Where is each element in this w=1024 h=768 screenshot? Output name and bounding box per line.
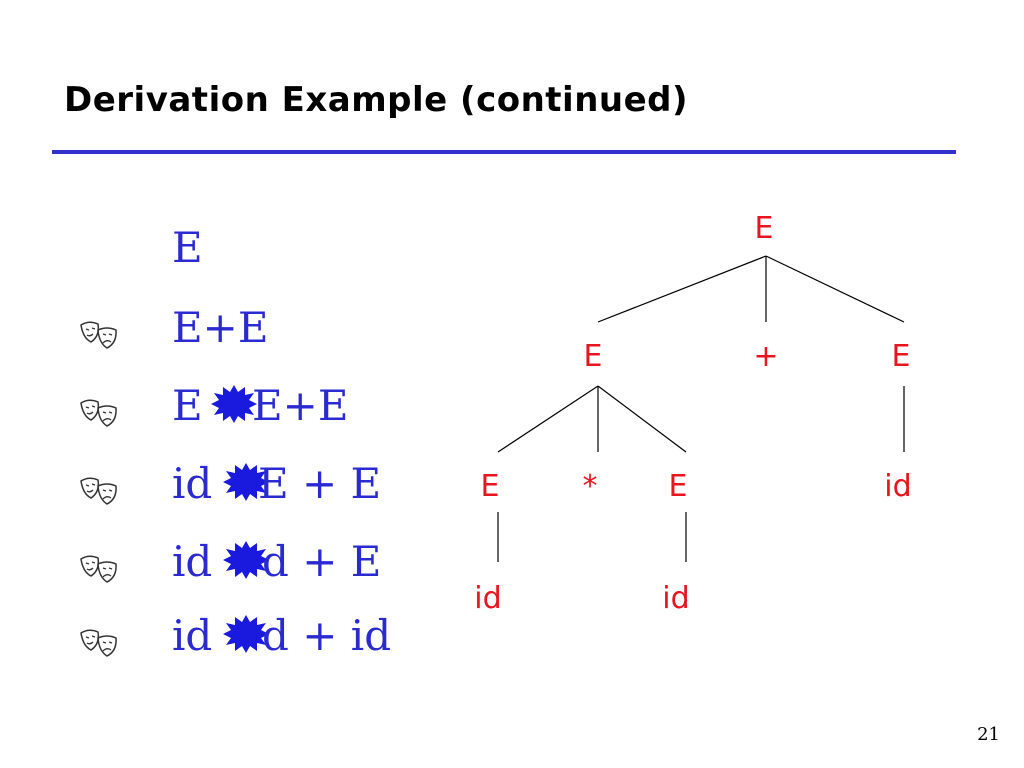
slide-title: Derivation Example (continued) [64,80,689,120]
parse-tree: E E + E E * E id id id [474,211,911,616]
derivation-text-left: id [172,459,213,508]
derivation-text-left: E [172,381,203,430]
derivation-text-right: E+E [252,381,349,430]
theater-masks-icon [80,629,117,657]
tree-node-e-1: E [481,469,500,504]
tree-node-id-2: id [662,581,689,616]
derivation-step-0: E [0,222,430,282]
blue-burst-icon [223,463,269,501]
tree-node-e-right: E [892,339,911,374]
tree-node-e-2: E [669,469,688,504]
tree-edge [497,385,599,453]
tree-node-plus: + [753,339,778,374]
theater-masks-icon [80,399,117,427]
tree-node-id-1: id [474,581,501,616]
tree-node-id-right: id [884,469,911,504]
tree-edge [597,385,687,453]
tree-node-root: E [755,211,774,246]
blue-burst-icon [211,385,257,423]
tree-node-star: * [583,469,598,504]
derivation-text-right: d + E [262,537,382,586]
derivation-text-right: d + id [262,611,392,660]
tree-edge [765,255,905,323]
derivation-text: E [172,223,203,272]
theater-masks-icon [80,477,117,505]
derivation-text-left: id [172,537,213,586]
derivation-text: E+E [172,303,269,352]
derivation-step-1: E+E [0,302,430,362]
title-divider [52,150,956,154]
theater-masks-icon [80,321,117,349]
tree-node-e-left: E [584,339,603,374]
tree-edge [597,255,767,323]
derivation-step-5: id d + id [0,610,430,670]
derivation-step-3: id E + E [0,458,430,518]
blue-burst-icon [223,541,269,579]
derivation-step-4: id d + E [0,536,430,596]
theater-masks-icon [80,555,117,583]
derivation-step-2: E E+E [0,380,430,440]
derivation-text-right: E + E [258,459,382,508]
derivation-text-left: id [172,611,213,660]
blue-burst-icon [223,615,269,653]
page-number: 21 [977,724,1000,745]
